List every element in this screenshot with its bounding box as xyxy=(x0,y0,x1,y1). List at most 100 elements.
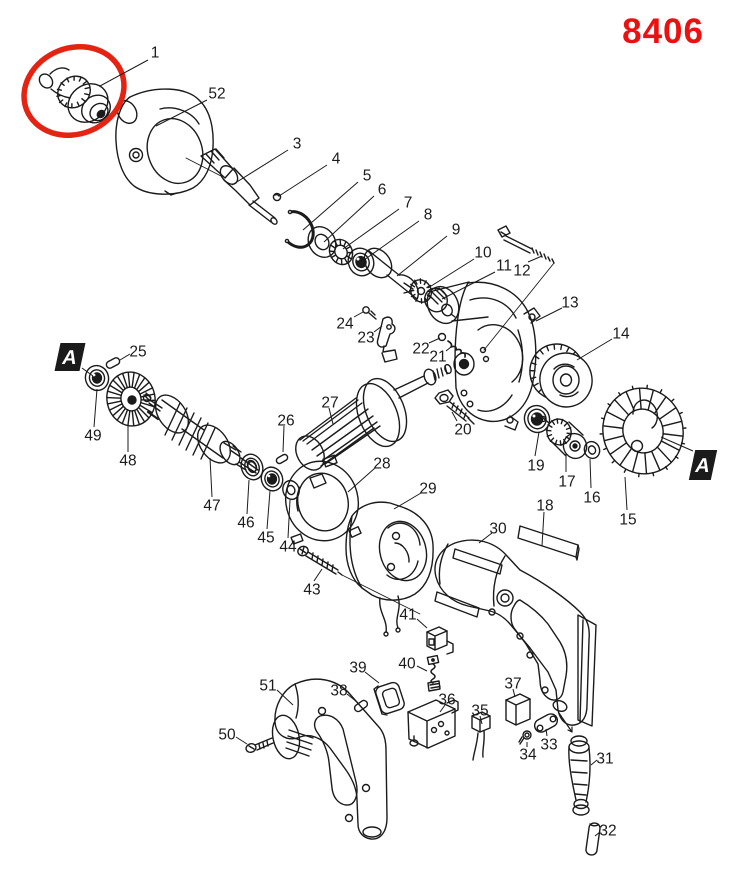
part-carbon-brush xyxy=(426,654,441,692)
highlight-layer xyxy=(21,44,127,138)
part-block-37 xyxy=(505,693,531,726)
view-marker-layer: AA xyxy=(54,343,718,480)
part-number-8: 8 xyxy=(424,207,433,224)
part-rotor-fan xyxy=(599,384,687,478)
leader-line-25 xyxy=(119,353,131,361)
part-number-32: 32 xyxy=(599,823,616,840)
part-number-49: 49 xyxy=(84,428,101,445)
part-spindle xyxy=(200,148,278,225)
leader-line-31 xyxy=(590,759,598,766)
leader-line-21 xyxy=(445,346,452,352)
part-number-16: 16 xyxy=(583,490,600,507)
part-pin-25 xyxy=(105,357,121,369)
part-number-36: 36 xyxy=(438,692,455,709)
part-number-11: 11 xyxy=(496,258,512,275)
view-marker-leader xyxy=(81,367,94,377)
part-number-22: 22 xyxy=(412,341,429,358)
svg-text:A: A xyxy=(693,455,712,477)
leader-line-33 xyxy=(545,728,548,737)
leader-line-32 xyxy=(594,831,601,837)
part-number-7: 7 xyxy=(404,195,413,212)
part-bearing-49 xyxy=(84,364,110,392)
part-number-24: 24 xyxy=(336,316,354,333)
part-number-6: 6 xyxy=(378,182,387,199)
leader-line-6 xyxy=(323,195,375,243)
leader-line-14 xyxy=(576,338,613,361)
leader-line-5 xyxy=(302,181,359,231)
leader-line-38 xyxy=(346,693,358,703)
leader-line-7 xyxy=(342,208,400,250)
part-retaining-ring xyxy=(284,209,315,249)
part-steel-ball xyxy=(437,332,447,342)
part-sleeve xyxy=(363,247,419,300)
part-number-20: 20 xyxy=(454,422,472,439)
part-bearing-19 xyxy=(523,404,551,434)
part-number-48: 48 xyxy=(119,453,136,470)
part-number-39: 39 xyxy=(349,660,366,677)
part-pin-4 xyxy=(272,192,282,202)
part-brush-holder xyxy=(426,626,454,655)
part-name-plate xyxy=(517,525,580,561)
leader-line-46 xyxy=(246,479,250,515)
part-serrated-ring xyxy=(328,238,354,266)
leader-line-1 xyxy=(99,59,149,87)
part-washer-44 xyxy=(282,479,300,501)
model-number: 8406 xyxy=(622,12,704,51)
part-number-19: 19 xyxy=(527,458,544,475)
leader-line-12 xyxy=(527,255,543,263)
leader-line-47 xyxy=(209,457,213,498)
part-number-47: 47 xyxy=(203,498,220,515)
part-number-40: 40 xyxy=(398,656,416,673)
leader-line-15 xyxy=(624,476,628,511)
part-number-43: 43 xyxy=(303,582,320,599)
view-marker-a-right: A xyxy=(688,450,718,480)
part-number-12: 12 xyxy=(513,263,530,280)
leader-line-43 xyxy=(313,568,323,582)
part-gear-housing-cover xyxy=(115,88,222,196)
part-screw-50 xyxy=(245,737,274,754)
part-screw-24 xyxy=(362,306,377,320)
part-number-35: 35 xyxy=(471,703,488,720)
part-chuck xyxy=(38,67,111,124)
leader-line-27 xyxy=(328,407,334,425)
part-motor-housing xyxy=(434,539,597,733)
leader-line-52 xyxy=(155,99,208,127)
svg-text:A: A xyxy=(60,347,79,369)
leader-line-40 xyxy=(416,665,428,672)
leader-line-44 xyxy=(287,499,291,539)
part-handle-cover xyxy=(271,678,388,840)
part-screw-34 xyxy=(518,730,532,745)
leader-line-18 xyxy=(541,511,545,547)
part-cord-guard xyxy=(568,735,591,816)
part-number-9: 9 xyxy=(452,222,461,239)
part-gear-14 xyxy=(529,343,593,408)
leader-line-26 xyxy=(282,425,285,453)
leader-line-30 xyxy=(478,532,493,544)
leader-line-39 xyxy=(364,671,380,684)
view-marker-a-left: A xyxy=(54,343,86,371)
highlight-circle xyxy=(21,44,127,138)
leader-line-45 xyxy=(266,490,271,530)
part-number-33: 33 xyxy=(540,737,557,754)
part-number-52: 52 xyxy=(208,86,225,103)
part-number-31: 31 xyxy=(596,751,613,768)
leader-line-23 xyxy=(373,325,383,333)
view-marker-leader xyxy=(660,436,694,452)
part-number-13: 13 xyxy=(561,295,578,312)
part-cord-clamp xyxy=(533,713,559,733)
part-number-3: 3 xyxy=(293,136,302,153)
leader-line-49 xyxy=(93,388,98,428)
leader-line-37 xyxy=(512,688,516,698)
part-washer-46 xyxy=(240,453,264,481)
part-spring-21 xyxy=(447,340,467,358)
leader-line-9 xyxy=(396,235,448,277)
leader-line-22 xyxy=(428,337,441,344)
leader-line-51 xyxy=(276,689,294,706)
leader-line-29 xyxy=(393,492,422,510)
leader-line-28 xyxy=(347,467,376,493)
part-number-27: 27 xyxy=(321,395,338,412)
part-number-29: 29 xyxy=(419,481,436,498)
